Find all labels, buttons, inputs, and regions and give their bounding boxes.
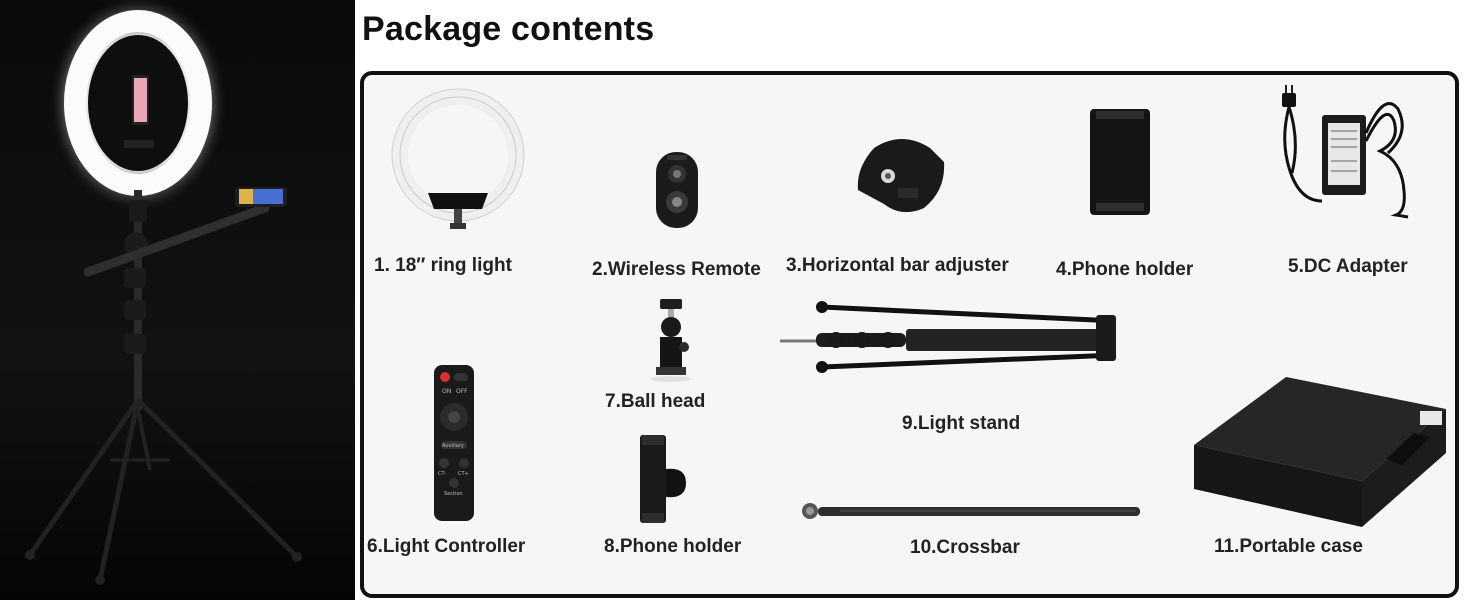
- dc-adapter-icon: [1276, 81, 1428, 223]
- phone-holder-icon: [1088, 107, 1152, 217]
- controller-on-text: ON: [442, 388, 451, 395]
- ring-light-icon: [390, 87, 526, 247]
- item-label-wireless-remote: 2.Wireless Remote: [592, 259, 761, 280]
- item-label-light-controller: 6.Light Controller: [367, 536, 526, 557]
- item-label-ball-head: 7.Ball head: [605, 391, 706, 412]
- hero-product-photo: [0, 0, 355, 600]
- phone-clip-icon: [636, 433, 690, 525]
- item-label-phone-holder: 4.Phone holder: [1056, 259, 1194, 280]
- portable-case-icon: [1190, 375, 1452, 531]
- controller-ct-plus-text: CT+: [458, 471, 469, 477]
- light-stand-icon: [776, 299, 1126, 379]
- controller-auxiliary-text: Auxiliary: [442, 443, 464, 449]
- controller-ct-minus-text: CT-: [438, 471, 446, 477]
- bar-adjuster-icon: [854, 130, 950, 220]
- controller-section-text: Section: [444, 491, 463, 497]
- item-label-light-stand: 9.Light stand: [902, 413, 1021, 434]
- page-title: Package contents: [362, 10, 655, 48]
- item-label-phone-clip: 8.Phone holder: [604, 536, 742, 557]
- ball-head-icon: [644, 297, 698, 383]
- controller-off-text: OFF: [456, 388, 468, 395]
- item-label-portable-case: 11.Portable case: [1214, 536, 1363, 557]
- light-controller-icon: ON OFF Auxiliary CT- CT+ Section: [432, 363, 476, 523]
- item-label-crossbar: 10.Crossbar: [910, 537, 1020, 558]
- ring-light-setup-illustration: [25, 0, 302, 585]
- wireless-remote-icon: [654, 150, 700, 230]
- item-label-bar-adjuster: 3.Horizontal bar adjuster: [786, 255, 1009, 276]
- package-contents-panel: 1. 18″ ring light 2.Wireless Remote 3.Ho…: [360, 71, 1459, 598]
- item-label-dc-adapter: 5.DC Adapter: [1288, 256, 1408, 277]
- crossbar-icon: [800, 499, 1144, 523]
- item-label-ring-light: 1. 18″ ring light: [374, 255, 512, 276]
